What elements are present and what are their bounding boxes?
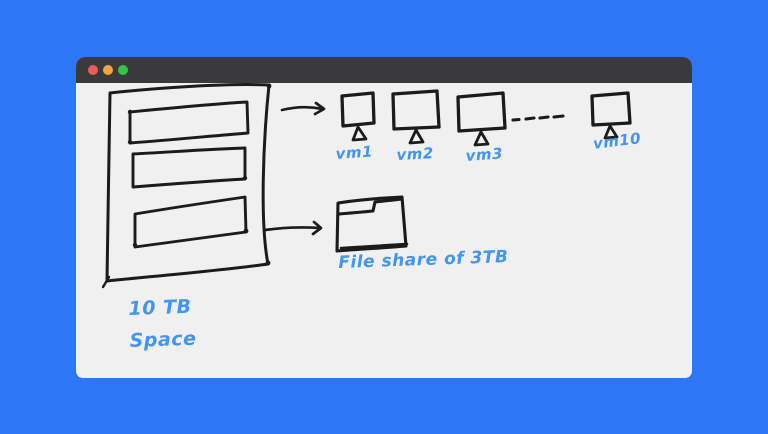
vm1-monitor-icon — [340, 91, 376, 142]
app-window: vm1 vm2 vm3 vm10 File share of 3TB 10 TB… — [76, 57, 692, 378]
storage-space-label-line1: 10 TB — [128, 295, 192, 320]
vm2-label: vm2 — [396, 144, 435, 164]
vm2-monitor-icon — [391, 89, 441, 145]
storage-space-label-line2: Space — [129, 327, 197, 352]
vm1-label: vm1 — [335, 142, 374, 163]
drawing-canvas: vm1 vm2 vm3 vm10 File share of 3TB 10 TB… — [76, 83, 692, 378]
storage-bars-sketch — [127, 100, 250, 249]
vm3-label: vm3 — [465, 144, 504, 165]
arrow-to-vms-icon — [280, 101, 326, 116]
window-titlebar — [76, 57, 692, 83]
folder-icon — [335, 195, 409, 253]
storage-box-sketch — [101, 83, 272, 289]
arrow-to-file-share-icon — [263, 220, 323, 236]
minimize-button[interactable] — [103, 65, 113, 75]
sketch-svg — [101, 83, 632, 289]
close-button[interactable] — [88, 65, 98, 75]
storage-space-label: 10 TB Space — [128, 291, 197, 357]
ellipsis-dashes-icon — [511, 114, 565, 122]
vm3-monitor-icon — [456, 91, 507, 147]
vm10-monitor-icon — [590, 91, 632, 140]
zoom-button[interactable] — [118, 65, 128, 75]
